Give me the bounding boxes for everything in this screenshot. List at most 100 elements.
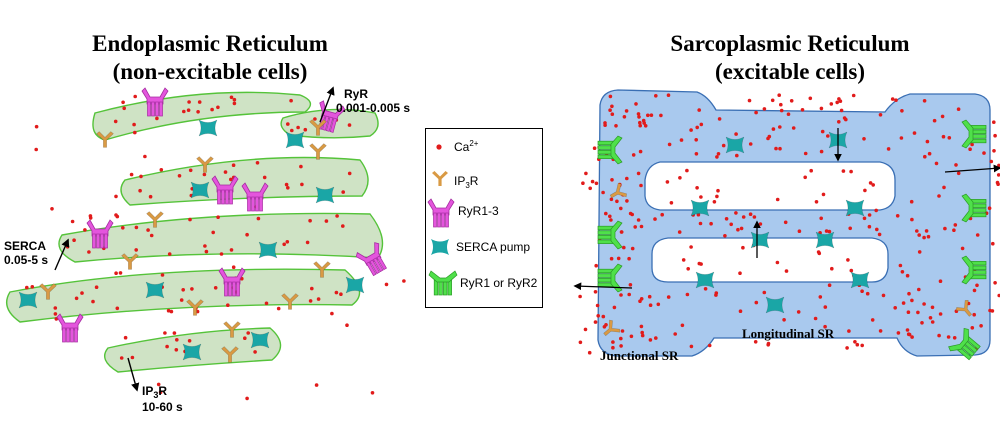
ryr-release-arrow [319,86,335,123]
calcium-ion [993,133,997,138]
calcium-ion [823,324,827,329]
calcium-ion [952,228,956,232]
calcium-ion [863,188,867,193]
calcium-ion [679,138,684,142]
calcium-ion [604,323,608,327]
calcium-ion [25,285,29,290]
calcium-ion [898,263,903,268]
calcium-ion [654,94,658,98]
calcium-ion [906,310,911,315]
calcium-ion [587,350,592,355]
er-title-line1: Endoplasmic Reticulum [92,31,328,56]
calcium-ion [167,252,172,256]
ip3r-release-arrow [127,357,140,392]
calcium-ion [628,211,633,216]
serca-pump [285,131,305,149]
legend-ryr13-label: RyR1-3 [458,204,499,218]
calcium-ion [667,142,672,147]
calcium-ion [276,306,281,311]
calcium-ion [245,396,249,401]
calcium-ion [335,214,339,218]
sr-body [597,89,991,357]
calcium-ion [818,295,823,299]
calcium-ion [851,93,856,98]
calcium-ion [614,124,618,128]
calcium-ion [724,217,729,221]
legend-ip3r-suffix: R [470,174,479,188]
calcium-ion [779,108,784,113]
calcium-ion [305,240,310,245]
calcium-ion [636,171,641,176]
calcium-ion [988,308,992,313]
calcium-ion [625,199,629,203]
calcium-ion [754,110,758,115]
calcium-ion [982,151,986,155]
calcium-ion [166,308,171,313]
calcium-ion [638,120,642,125]
calcium-ion [345,323,349,328]
calcium-ion [699,122,704,127]
calcium-ion [941,134,946,139]
calcium-ion [115,306,120,311]
serca-time-annotation: 0.05-5 s [4,253,48,267]
calcium-ion [741,245,745,250]
calcium-ion [616,256,621,261]
serca-pump [845,199,865,217]
calcium-ion [229,248,234,252]
calcium-ion [282,242,287,247]
calcium-ion [996,173,1000,177]
calcium-ion [874,208,878,213]
calcium-ion [819,149,824,154]
calcium-ion [148,194,153,199]
ryr13-channel [241,182,269,212]
calcium-ion [847,329,851,333]
calcium-ion [905,273,910,278]
calcium-ion [830,266,834,271]
calcium-ion [80,291,84,295]
calcium-ion [631,153,636,157]
legend-calcium-label: Ca2+ [454,139,479,154]
calcium-ion [70,219,75,224]
sr-title-line2: (excitable cells) [714,59,866,84]
serca-pump [750,231,770,249]
calcium-ion [987,206,992,210]
calcium-ion [72,238,76,242]
calcium-ion [960,246,965,251]
calcium-ion [619,344,623,348]
calcium-ion [770,98,775,103]
calcium-ion [821,192,826,197]
calcium-ion [695,125,699,130]
calcium-ion [839,108,844,113]
calcium-ion [923,154,927,159]
calcium-ion [94,285,99,290]
calcium-ion [264,301,269,306]
calcium-ion [694,138,698,142]
calcium-ion [578,294,582,299]
calcium-ion [695,186,699,190]
calcium-ion [30,285,35,289]
junctional-sr-label: Junctional SR [600,348,679,363]
calcium-ion [87,250,91,254]
calcium-ion [716,188,720,193]
calcium-ion [699,262,703,266]
calcium-ion [930,320,935,324]
calcium-ion [797,229,802,233]
calcium-ion [296,125,300,130]
calcium-ion [290,128,294,133]
calcium-ion [938,312,943,316]
calcium-ion [841,169,846,173]
ryr13-channel [355,242,387,277]
calcium-ion [753,340,758,344]
calcium-ion [870,318,875,322]
calcium-ion [928,316,933,320]
calcium-ion [253,350,257,354]
calcium-ion [946,335,951,339]
calcium-ion [697,108,701,112]
calcium-ion [829,102,834,106]
calcium-ion [754,300,759,305]
calcium-ion [638,149,643,154]
ryr-time-annotation: 0.001-0.005 s [336,101,410,115]
serca-pump [190,181,210,199]
calcium-ion [314,383,319,387]
ip3r-annotation-sub: 3 [153,390,158,400]
